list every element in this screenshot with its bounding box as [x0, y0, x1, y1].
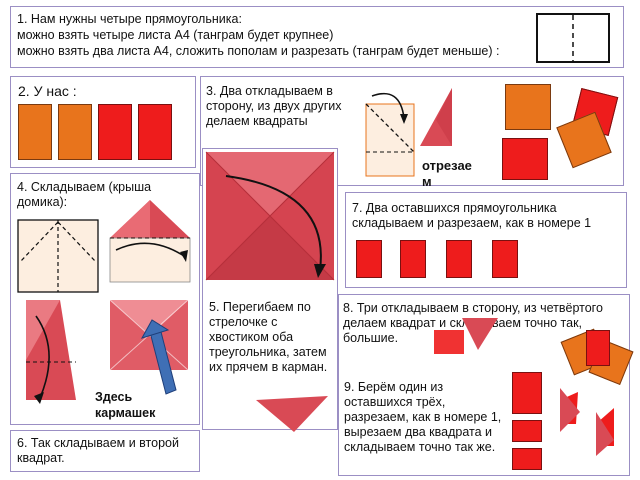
step1-line2: можно взять четыре листа А4 (танграм буд…: [17, 28, 334, 42]
step7-text: 7. Два оставшихся прямоугольника складыв…: [352, 201, 592, 230]
red-rectangle-half: [356, 240, 382, 278]
red-rectangle: [138, 104, 172, 160]
step6-panel: [10, 430, 200, 472]
step1-sheet-diagram: [536, 13, 610, 63]
pocket-label: Здесь: [95, 390, 133, 404]
cut-label: отрезае: [422, 158, 472, 173]
cut-label-end: м: [422, 174, 432, 189]
red-square: [586, 330, 610, 366]
step5-panel: [202, 148, 338, 430]
red-square-piece: [512, 448, 542, 470]
orange-rectangle: [18, 104, 52, 160]
step2-title: 2. У нас :: [18, 83, 77, 99]
pocket-label-2: кармашек: [95, 406, 156, 420]
step6-text: 6. Так складываем и второй квадрат.: [17, 436, 179, 465]
step1-line1: 1. Нам нужны четыре прямоугольника:: [17, 12, 242, 26]
step5-text: 5. Перегибаем по стрелочке с хвостиком о…: [209, 300, 328, 374]
step9-text: 9. Берём один из оставшихся трёх, разрез…: [344, 380, 502, 454]
orange-rectangle: [58, 104, 92, 160]
step1-line3: можно взять два листа А4, сложить попола…: [17, 44, 500, 58]
red-rectangle-half: [492, 240, 518, 278]
step7-panel: [345, 192, 627, 288]
orange-square: [505, 84, 551, 130]
step3-text: 3. Два откладываем в сторону, из двух др…: [206, 84, 342, 128]
step4-text: 4. Складываем (крыша домика):: [17, 180, 152, 209]
red-square: [502, 138, 548, 180]
red-rectangle-half: [446, 240, 472, 278]
red-rectangle: [98, 104, 132, 160]
step1-panel: [10, 6, 624, 68]
red-rectangle-half: [400, 240, 426, 278]
red-square-piece: [512, 420, 542, 442]
red-rectangle-piece: [512, 372, 542, 414]
step4-panel: [10, 173, 200, 425]
